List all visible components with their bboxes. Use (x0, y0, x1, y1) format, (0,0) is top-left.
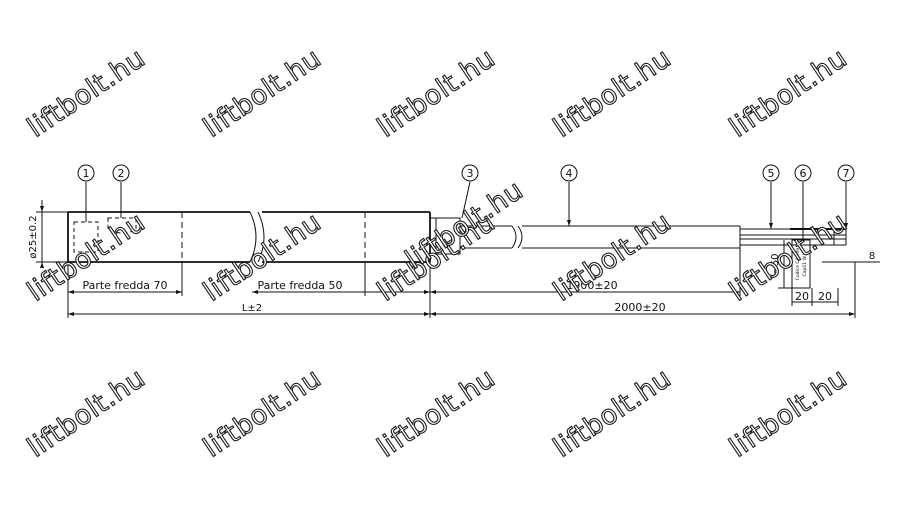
callout-3: 3 (467, 167, 474, 180)
cold-zone-dimensions (67, 262, 431, 318)
callout-6: 6 (800, 167, 807, 180)
callout-5: 5 (768, 167, 775, 180)
callout-1: 1 (83, 167, 90, 180)
total-length-label: L±2 (242, 303, 262, 314)
cable-gland (429, 217, 461, 255)
callout-4: 4 (566, 167, 573, 180)
callout-leaders (85, 181, 847, 240)
dim-8-label: 8 (869, 251, 875, 262)
total-length-dimensions (68, 262, 856, 318)
dim-20a-label: 20 (795, 290, 809, 303)
diameter-label: ø25±0.2 (28, 215, 39, 258)
dim-50 (778, 240, 810, 289)
tag-line-1: Codice Cliente (795, 248, 801, 281)
dim-20-20 (791, 288, 839, 306)
diameter-dimension (36, 200, 68, 268)
dim-50-label: ~50 (770, 253, 781, 274)
lead-2000-label: 2000±20 (614, 301, 665, 314)
dimension-arrows (40, 206, 855, 316)
heater-body (67, 211, 431, 263)
dim-20b-label: 20 (818, 290, 832, 303)
tag-line-2: Cap01 W V (802, 251, 808, 277)
callout-7: 7 (843, 167, 850, 180)
cable (460, 225, 847, 249)
lead-1900-label: 1900±20 (566, 279, 617, 292)
callout-2: 2 (118, 167, 125, 180)
cold-zone-2-label: Parte fredda 50 (257, 279, 342, 292)
lead-1900-dimension (430, 248, 741, 296)
callout-circles (77, 164, 855, 182)
cold-zone-1-label: Parte fredda 70 (82, 279, 167, 292)
